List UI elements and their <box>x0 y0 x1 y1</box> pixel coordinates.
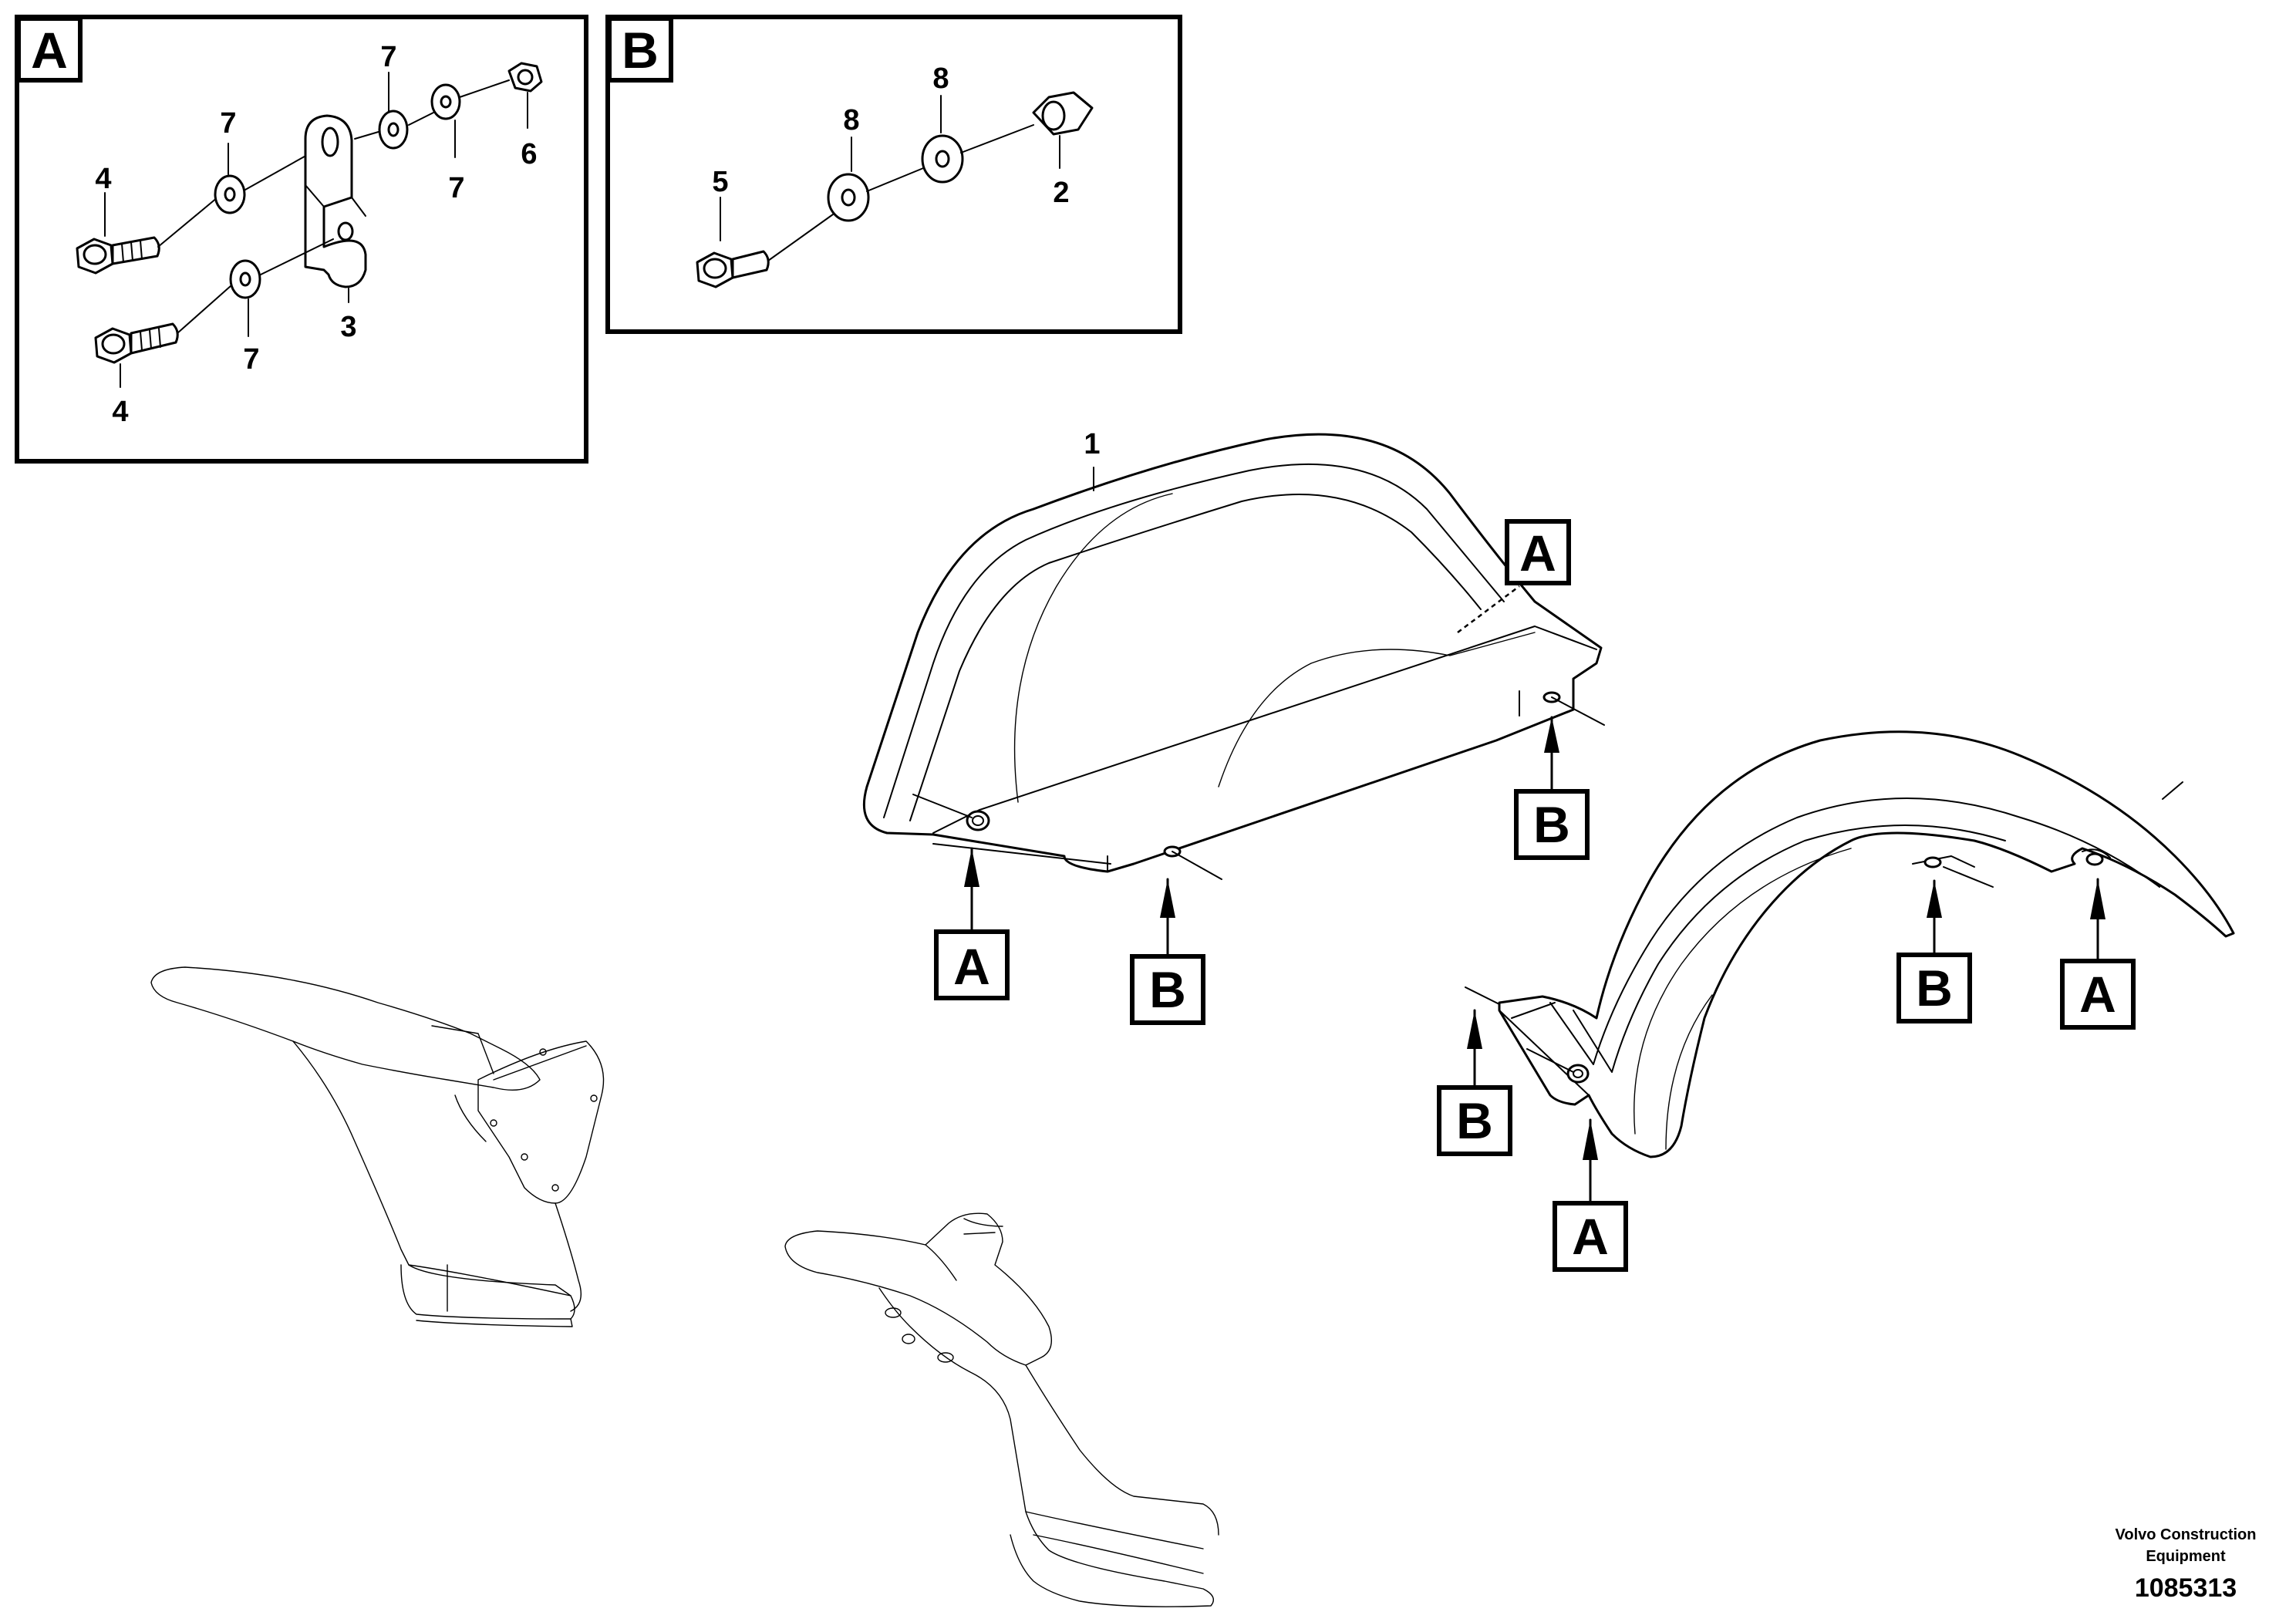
axis-fender1-b2 <box>1551 696 1605 726</box>
ref-a-fender1-bottom-label: A <box>953 938 990 995</box>
washer-a2 <box>378 110 409 150</box>
ref-b-fender1-bottom <box>1130 954 1205 1025</box>
ref-a-fender1-top <box>1505 519 1571 585</box>
nut-part-6 <box>507 62 543 93</box>
bolt-lower <box>94 322 179 364</box>
ref-a-fender2-bottom <box>1553 1201 1628 1272</box>
axis-upper-3 <box>354 130 382 140</box>
ref-b-fender2-left-label: B <box>1456 1092 1493 1149</box>
label-b-8-left: 8 <box>843 104 859 137</box>
axis-fender1-a <box>912 794 973 818</box>
detail-b-panel: B 5 8 8 2 <box>605 15 1182 334</box>
washer-a3 <box>430 83 461 120</box>
credit-line-1: Volvo Construction <box>2116 1526 2257 1543</box>
ref-b-fender1-right <box>1514 789 1590 860</box>
ref-b-fender2-left <box>1437 1085 1512 1156</box>
detail-a-title-box <box>16 16 83 83</box>
ref-a-fender2-bottom-label: A <box>1572 1208 1609 1265</box>
ref-a-fender2-right <box>2060 959 2136 1030</box>
fender-part-1 <box>862 433 1605 880</box>
fender2-hole-right <box>2085 852 2104 866</box>
credit-block: Volvo Construction Equipment 1085313 <box>2116 1526 2257 1603</box>
axis-lower-1 <box>177 285 232 334</box>
axis-upper-2 <box>244 153 309 191</box>
plug-part-2 <box>1032 91 1094 136</box>
label-a-6: 6 <box>521 138 537 170</box>
detail-b-title: B <box>622 22 659 79</box>
washer-a1 <box>214 174 246 214</box>
fender2-slot <box>1923 856 1942 868</box>
label-a-7-top: 7 <box>380 41 396 73</box>
label-a-7-right: 7 <box>448 172 464 204</box>
washer-a4 <box>229 259 261 299</box>
axis-fender1-b <box>1172 851 1222 880</box>
axis-upper-1 <box>157 197 218 248</box>
ref-b-fender2-right-label: B <box>1916 959 1953 1017</box>
detail-a-frame <box>15 15 588 464</box>
detail-b-frame <box>605 15 1182 334</box>
axis-upper-5 <box>459 79 510 98</box>
bolt-upper <box>76 236 160 275</box>
mudguard-ghost-left <box>150 966 605 1327</box>
axis-fender2-a <box>1526 1048 1574 1073</box>
detail-a-panel: A <box>15 15 588 464</box>
ref-a-fender2-right-label: A <box>2079 966 2116 1023</box>
label-a-4-bottom: 4 <box>112 396 128 428</box>
bolt-part-5 <box>696 250 770 288</box>
detail-a-title: A <box>31 22 68 79</box>
ref-a-fender1-top-label: A <box>1519 524 1556 582</box>
label-b-2: 2 <box>1053 177 1069 209</box>
washer-b2 <box>921 134 964 184</box>
hidden-leader-a <box>1457 585 1520 633</box>
label-a-3: 3 <box>340 311 356 343</box>
label-part-1: 1 <box>1084 428 1100 460</box>
ref-b-fender1-bottom-label: B <box>1149 961 1186 1018</box>
ref-b-fender2-right <box>1896 953 1972 1023</box>
fender1-hole-left <box>966 810 990 831</box>
axis-fender2-b <box>1465 986 1500 1005</box>
mudguard-ghost-center <box>784 1212 1219 1607</box>
axis-upper-4 <box>408 112 434 126</box>
ref-b-fender1-right-label: B <box>1533 796 1570 853</box>
bracket-part-3 <box>304 114 367 288</box>
axis-fender2-edge <box>2162 781 2183 800</box>
axis-lower-2 <box>260 238 334 275</box>
label-b-8-right: 8 <box>932 62 949 95</box>
axis-fender2-b2 <box>1943 866 1994 888</box>
ref-a-fender1-bottom <box>934 929 1010 1000</box>
credit-line-2: Equipment <box>2146 1548 2226 1565</box>
fender2-hole-left <box>1566 1064 1590 1084</box>
label-a-7-left: 7 <box>220 107 236 140</box>
axis-b-3 <box>960 124 1034 153</box>
fender-part-2 <box>1465 730 2235 1158</box>
label-b-5: 5 <box>712 166 728 198</box>
label-a-4-top: 4 <box>95 163 111 195</box>
document-number: 1085313 <box>2135 1573 2237 1603</box>
detail-b-title-box <box>607 16 673 83</box>
washer-b1 <box>827 173 870 222</box>
label-a-7-bottom: 7 <box>243 343 259 376</box>
axis-b-2 <box>866 166 928 192</box>
axis-b-1 <box>767 214 834 261</box>
